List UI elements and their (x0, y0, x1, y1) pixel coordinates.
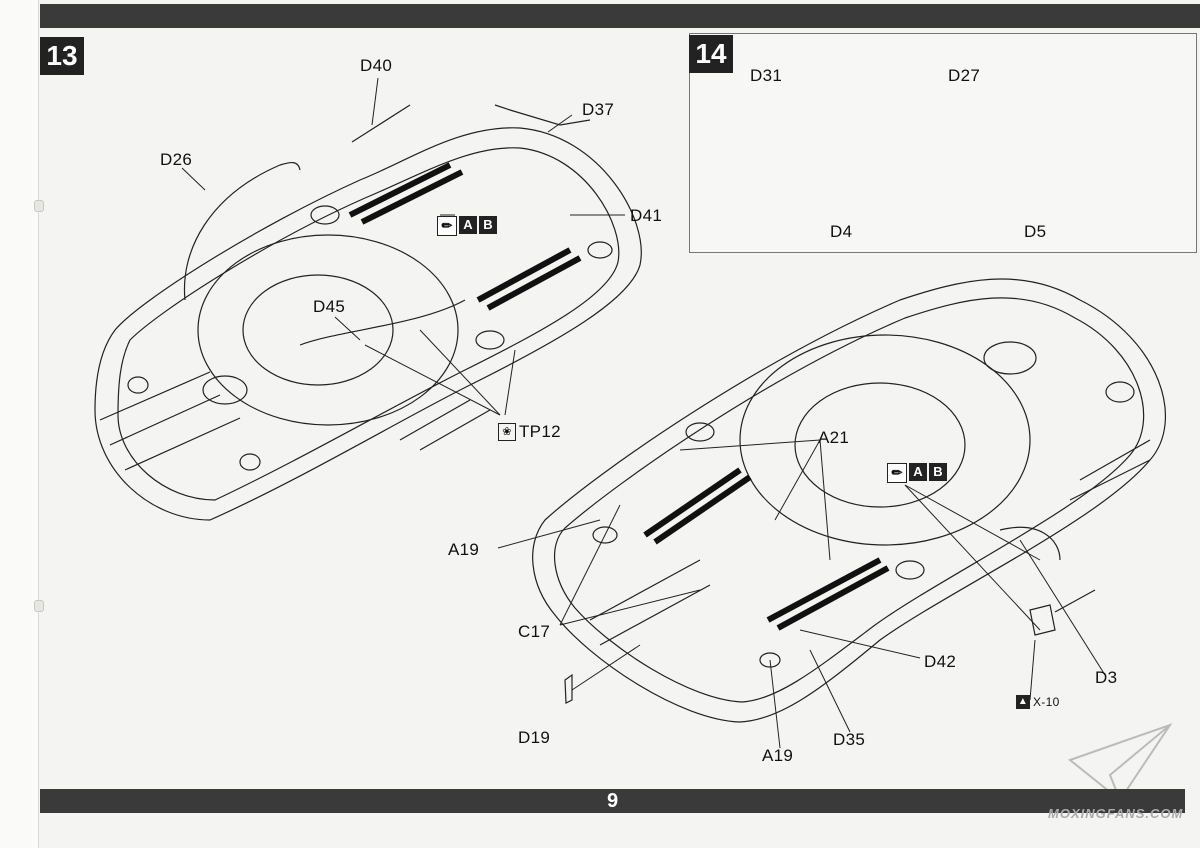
footer-bar: 9 (40, 789, 1185, 813)
paint-code-a: A (909, 463, 927, 481)
photo-etch-icon: ❀ (498, 423, 516, 441)
part-label-a21: A21 (818, 428, 850, 447)
paint-callout: ✏ A B (437, 216, 497, 236)
binding-spine (0, 0, 44, 848)
watermark-text: MOXINGFANS.COM (1048, 806, 1184, 821)
part-label-a19-left: A19 (448, 540, 480, 559)
part-label-d37: D37 (582, 100, 615, 119)
part-label-d5: D5 (1024, 222, 1047, 241)
step-number-13: 13 (40, 37, 84, 75)
part-label-d45: D45 (313, 297, 346, 316)
paint-brush-icon: ✏ (437, 216, 457, 236)
paint-code-b: B (929, 463, 947, 481)
paint-code-b: B (479, 216, 497, 234)
hull-lower (497, 278, 1166, 749)
part-label-d19: D19 (518, 728, 551, 747)
step-number-14: 14 (689, 35, 733, 73)
x10-text: X-10 (1033, 695, 1060, 709)
part-label-d31: D31 (750, 66, 783, 85)
part-label-d4: D4 (830, 222, 853, 241)
tool-callout-x10: ▲ X-10 (1016, 695, 1060, 709)
paint-brush-icon: ✏ (887, 463, 907, 483)
hull-step13 (94, 77, 642, 521)
binding-staple (34, 200, 44, 212)
part-label-c17: C17 (518, 622, 551, 641)
part-label-d35: D35 (833, 730, 866, 749)
part-label-d40: D40 (360, 56, 393, 75)
step14-panel (689, 33, 1197, 253)
glue-icon: ▲ (1016, 695, 1030, 709)
part-label-d27: D27 (948, 66, 981, 85)
part-label-d41: D41 (630, 206, 663, 225)
tp12-text: TP12 (519, 422, 561, 441)
part-label-d42: D42 (924, 652, 957, 671)
part-label-a19-bottom: A19 (762, 746, 794, 765)
binding-staple (34, 600, 44, 612)
header-bar (40, 4, 1200, 28)
page-number: 9 (606, 790, 619, 812)
paint-code-a: A (459, 216, 477, 234)
part-label-tp12: ❀ TP12 (498, 422, 561, 442)
paint-callout-lower: ✏ A B (887, 463, 947, 483)
part-label-d26: D26 (160, 150, 193, 169)
part-label-d3: D3 (1095, 668, 1118, 687)
